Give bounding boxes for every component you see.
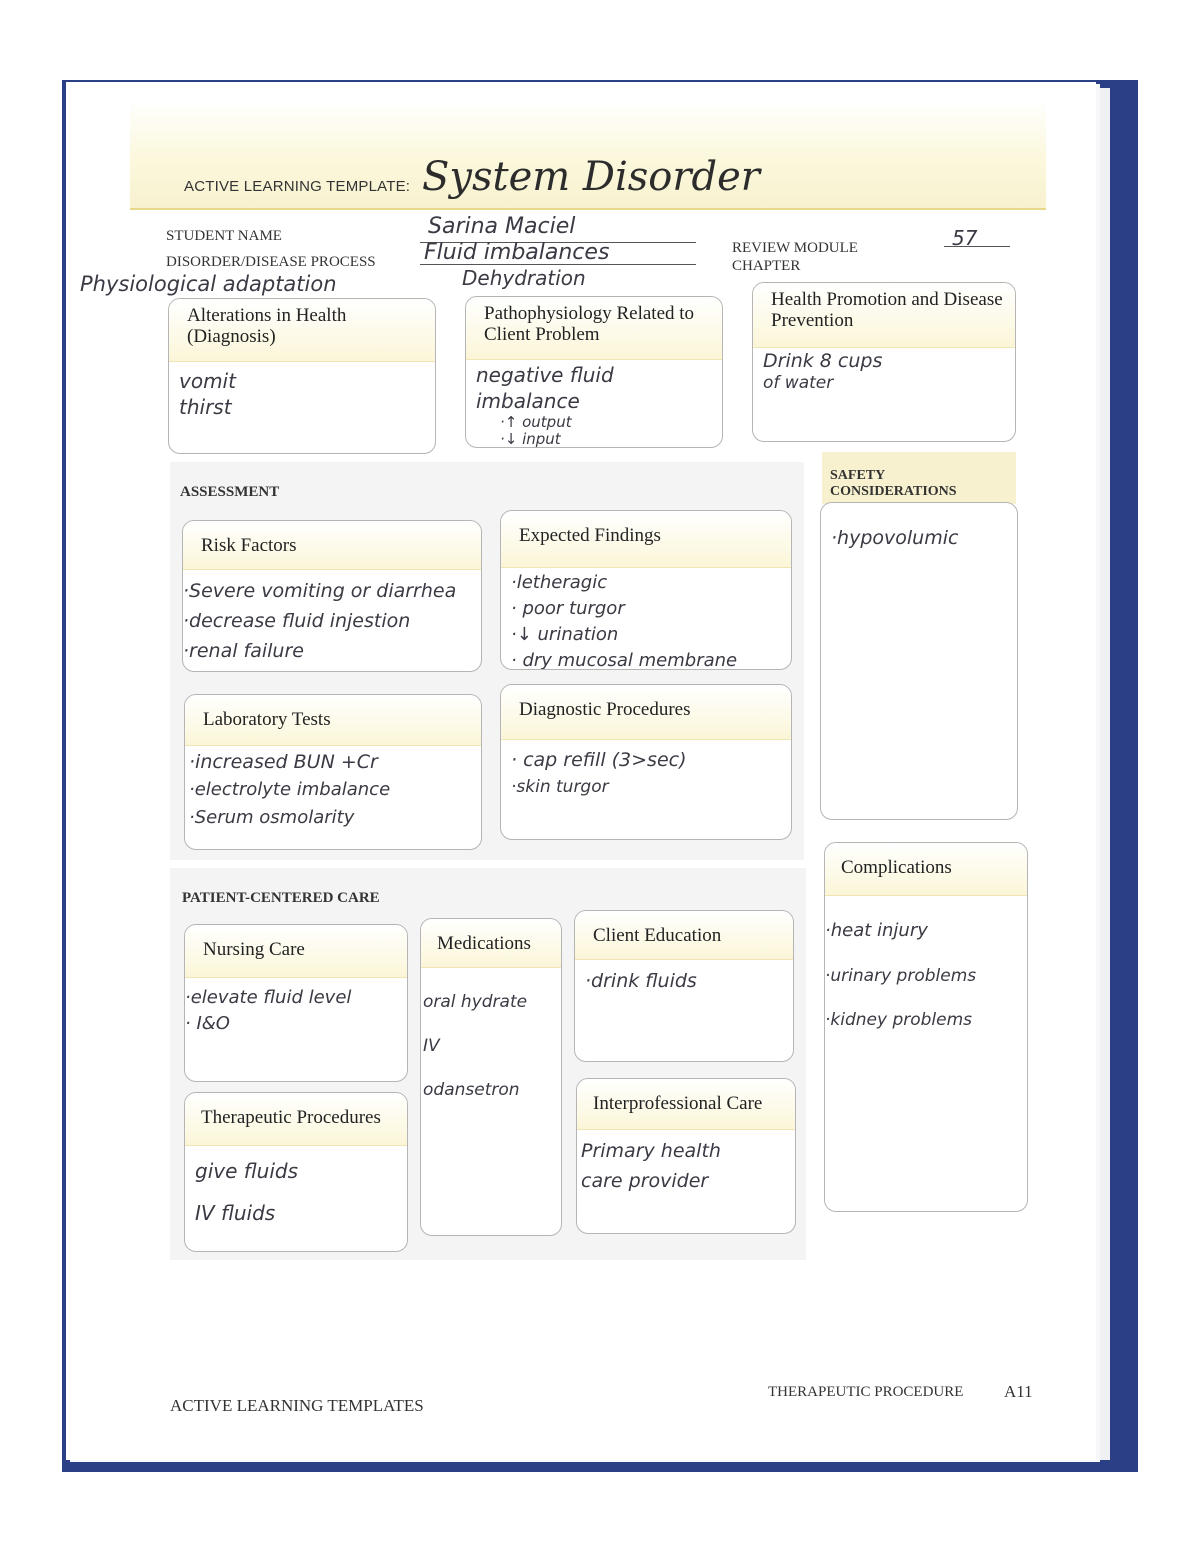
patient-centered-care-title: PATIENT-CENTERED CARE <box>182 890 380 906</box>
safety-header-bg <box>822 452 1016 504</box>
diagnostic-procedures-box: Diagnostic Procedures · cap refill (3>se… <box>500 684 792 840</box>
safety-considerations-box: ·hypovolumic <box>820 502 1018 820</box>
health-promotion-line: Drink 8 cups <box>763 350 883 372</box>
assessment-title: ASSESSMENT <box>180 484 280 500</box>
expected-findings-title: Expected Findings <box>501 511 791 568</box>
chapter-value: 57 <box>952 226 978 250</box>
nursing-care-line: ·elevate fluid level <box>185 987 352 1008</box>
therapeutic-procedures-title: Therapeutic Procedures <box>185 1093 407 1146</box>
health-promotion-box: Health Promotion and Disease Prevention … <box>752 282 1016 442</box>
medications-box: Medications oral hydrate IV odansetron <box>420 918 562 1236</box>
medications-line: IV <box>423 1036 440 1056</box>
nursing-care-title: Nursing Care <box>185 925 407 978</box>
disorder-value-secondary: Dehydration <box>462 266 586 290</box>
safety-line: ·hypovolumic <box>831 527 959 549</box>
chapter-underline <box>944 246 1010 247</box>
student-name-label: STUDENT NAME <box>166 228 282 244</box>
complications-line: ·urinary problems <box>825 966 977 986</box>
footer-left: ACTIVE LEARNING TEMPLATES <box>170 1396 424 1415</box>
title-banner <box>130 100 1046 210</box>
alterations-in-health-box: Alterations in Health (Diagnosis) vomit … <box>168 298 436 454</box>
therapeutic-procedures-line: IV fluids <box>195 1201 276 1225</box>
safety-title: SAFETY CONSIDERATIONS <box>830 468 957 499</box>
expected-findings-line: · dry mucosal membrane <box>511 650 738 670</box>
medications-line: odansetron <box>423 1080 520 1100</box>
laboratory-tests-title: Laboratory Tests <box>185 695 481 746</box>
nursing-care-box: Nursing Care ·elevate fluid level · I&O <box>184 924 408 1082</box>
page-title: System Disorder <box>422 154 760 200</box>
laboratory-tests-box: Laboratory Tests ·increased BUN +Cr ·ele… <box>184 694 482 850</box>
laboratory-tests-line: ·electrolyte imbalance <box>189 779 391 800</box>
alterations-line: vomit <box>179 369 236 393</box>
risk-factors-box: Risk Factors ·Severe vomiting or diarrhe… <box>182 520 482 672</box>
client-education-box: Client Education ·drink fluids <box>574 910 794 1062</box>
page-number: A11 <box>1004 1382 1033 1401</box>
footer-right: THERAPEUTIC PROCEDURE <box>768 1384 964 1400</box>
complications-title: Complications <box>825 843 1027 896</box>
complications-box: Complications ·heat injury ·urinary prob… <box>824 842 1028 1212</box>
nursing-care-line: · I&O <box>185 1013 230 1034</box>
student-name-underline <box>420 242 696 243</box>
expected-findings-line: ·letheragic <box>511 572 608 593</box>
risk-factors-line: ·renal failure <box>183 640 304 662</box>
expected-findings-line: ·↓ urination <box>511 624 619 645</box>
interprofessional-care-line: Primary health <box>581 1140 721 1162</box>
disorder-value: Fluid imbalances <box>424 240 610 265</box>
risk-factors-line: ·decrease fluid injestion <box>183 610 411 632</box>
template-label: ACTIVE LEARNING TEMPLATE: <box>184 178 411 195</box>
laboratory-tests-line: ·increased BUN +Cr <box>189 751 378 773</box>
student-name-value: Sarina Maciel <box>428 214 576 239</box>
pathophysiology-title: Pathophysiology Related to Client Proble… <box>466 297 722 360</box>
therapeutic-procedures-line: give fluids <box>195 1159 299 1183</box>
expected-findings-box: Expected Findings ·letheragic · poor tur… <box>500 510 792 670</box>
risk-factors-line: ·Severe vomiting or diarrhea <box>183 580 457 602</box>
pathophysiology-box: Pathophysiology Related to Client Proble… <box>465 296 723 448</box>
health-promotion-title: Health Promotion and Disease Prevention <box>753 283 1015 348</box>
chapter-label: CHAPTER <box>732 258 801 274</box>
complications-line: ·kidney problems <box>825 1010 973 1030</box>
review-module-label: REVIEW MODULE <box>732 240 858 256</box>
alterations-title: Alterations in Health (Diagnosis) <box>169 299 435 362</box>
interprofessional-care-box: Interprofessional Care Primary health ca… <box>576 1078 796 1234</box>
medications-line: oral hydrate <box>423 992 528 1012</box>
margin-note: Physiological adaptation <box>80 272 337 296</box>
medications-title: Medications <box>421 919 561 968</box>
alterations-line: thirst <box>179 395 232 419</box>
therapeutic-procedures-box: Therapeutic Procedures give fluids IV fl… <box>184 1092 408 1252</box>
client-education-title: Client Education <box>575 911 793 960</box>
client-education-line: ·drink fluids <box>585 970 697 992</box>
diagnostic-procedures-title: Diagnostic Procedures <box>501 685 791 740</box>
laboratory-tests-line: ·Serum osmolarity <box>189 807 355 828</box>
pathophysiology-line: imbalance <box>476 389 580 413</box>
pathophysiology-line: negative fluid <box>476 363 614 387</box>
pathophysiology-subline: ·↑ output <box>500 413 572 431</box>
expected-findings-line: · poor turgor <box>511 598 625 619</box>
risk-factors-title: Risk Factors <box>183 521 481 570</box>
health-promotion-line: of water <box>763 373 834 393</box>
complications-line: ·heat injury <box>825 920 928 941</box>
interprofessional-care-line: care provider <box>581 1170 709 1192</box>
pathophysiology-subline: ·↓ input <box>500 430 561 448</box>
disorder-underline <box>420 264 696 265</box>
diagnostic-procedures-line: ·skin turgor <box>511 777 609 797</box>
diagnostic-procedures-line: · cap refill (3>sec) <box>511 749 687 771</box>
interprofessional-care-title: Interprofessional Care <box>577 1079 795 1130</box>
disorder-label: DISORDER/DISEASE PROCESS <box>166 254 376 270</box>
